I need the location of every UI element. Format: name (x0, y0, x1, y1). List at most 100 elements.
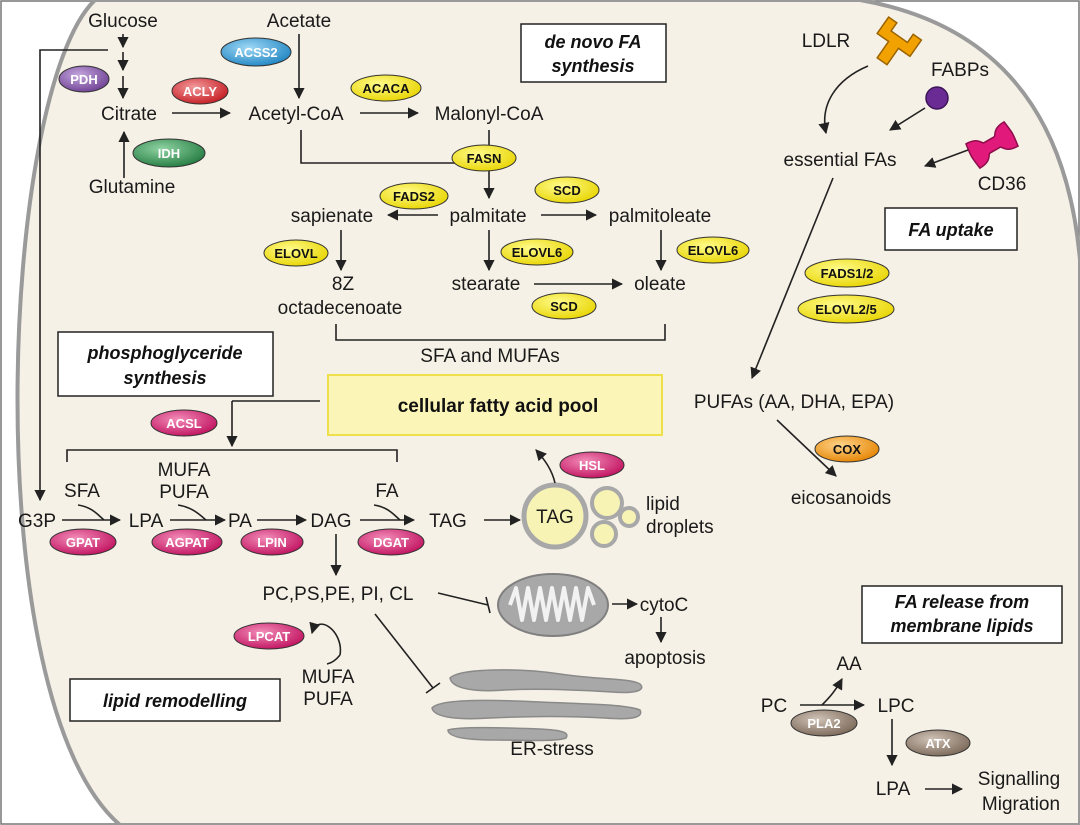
bracket-acyl-donors (66, 449, 398, 462)
acetate-label: Acetate (267, 11, 331, 32)
lipid-droplets-label-1: lipid (646, 494, 680, 515)
cd36-label: CD36 (978, 174, 1027, 195)
fabp-ball-icon (925, 86, 949, 110)
tag-label: TAG (429, 511, 467, 532)
inhibition-mitochondria (437, 592, 489, 606)
arrow-ldlr-essential (818, 65, 869, 135)
lpc-label: LPC (878, 696, 915, 717)
curve-sfa-input (77, 504, 105, 521)
pufa-label-2: PUFA (303, 689, 353, 710)
enzyme-idh-label: IDH (158, 146, 180, 161)
enzyme-idh (132, 138, 206, 168)
stearate-label: stearate (452, 274, 521, 295)
lipid-droplet-icon (521, 482, 640, 550)
arrow-essential-pufas (750, 177, 834, 380)
fatty-acid-pool-box (327, 374, 663, 436)
fa-uptake-box (884, 207, 1018, 251)
sapienate-label: sapienate (291, 206, 373, 227)
enzyme-dgat (357, 528, 425, 556)
fa-release-title-2: membrane lipids (890, 616, 1033, 636)
palmitoleate-label: palmitoleate (609, 206, 711, 227)
pa-label: PA (228, 511, 252, 532)
enzyme-atx-label: ATX (925, 736, 950, 751)
de-novo-title-1: de novo FA (544, 32, 641, 52)
curve-mufa-input (177, 504, 207, 521)
eicosanoids-label: eicosanoids (791, 488, 891, 509)
migration-label: Migration (982, 794, 1060, 815)
arrow-pufas-eicosanoids (776, 419, 837, 477)
curve-fa-input (373, 504, 401, 521)
enzyme-elovl6-a-label: ELOVL6 (512, 245, 563, 260)
endoplasmic-reticulum-icon (431, 669, 643, 742)
enzyme-acss2-label: ACSS2 (234, 45, 277, 60)
enzyme-acsl (150, 409, 218, 437)
bracket-sfa-mufas (335, 324, 666, 341)
enzyme-pla2 (790, 709, 858, 737)
fabps-label: FABPs (931, 60, 989, 81)
mitochondrion-icon (497, 573, 609, 637)
enzyme-lpin-label: LPIN (257, 535, 287, 550)
enzyme-elovl6-b-label: ELOVL6 (688, 243, 739, 258)
dag-label: DAG (310, 511, 351, 532)
enzyme-gpat (49, 528, 117, 556)
palmitate-label: palmitate (449, 206, 526, 227)
enzyme-pla2-label: PLA2 (807, 716, 840, 731)
phosphoglyceride-box (57, 331, 274, 397)
fa-release-box (861, 585, 1063, 644)
g3p-label: G3P (18, 511, 56, 532)
enzyme-scd-1-label: SCD (553, 183, 580, 198)
ldlr-receptor-icon (876, 16, 923, 66)
sfa-mufas-label: SFA and MUFAs (420, 346, 559, 367)
inhibition-er (374, 613, 434, 689)
mufa-label-2: MUFA (302, 667, 355, 688)
oleate-label: oleate (634, 274, 686, 295)
inhibition-er-bar (425, 682, 441, 694)
acetyl-coa-label: Acetyl-CoA (248, 104, 343, 125)
de-novo-synthesis-box (520, 23, 667, 83)
cytoc-label: cytoC (640, 595, 689, 616)
enzyme-scd-1 (534, 176, 600, 204)
enzyme-lpcat-label: LPCAT (248, 629, 290, 644)
cd36-transporter-icon (965, 120, 1019, 170)
de-novo-title-2: synthesis (551, 56, 634, 76)
lipid-droplets-label-2: droplets (646, 517, 714, 538)
pc-label: PC (761, 696, 787, 717)
lipid-remodelling-title: lipid remodelling (103, 691, 247, 711)
enzyme-fads12 (804, 258, 890, 288)
enzyme-elovl25 (797, 294, 895, 324)
essential-fas-label: essential FAs (784, 150, 897, 171)
fa-uptake-title: FA uptake (908, 220, 993, 240)
fatty-acid-pool-title: cellular fatty acid pool (398, 396, 599, 417)
enzyme-pdh-label: PDH (70, 72, 97, 87)
line-acetylcoa-fasn (300, 130, 488, 164)
enzyme-hsl (559, 451, 625, 479)
enzyme-agpat (151, 528, 223, 556)
enzyme-elovl25-label: ELOVL2/5 (815, 302, 876, 317)
enzyme-elovl-label: ELOVL (274, 246, 317, 261)
enzyme-fasn-label: FASN (467, 151, 502, 166)
enzyme-lpcat (233, 622, 305, 650)
enzyme-atx (905, 729, 971, 757)
enzyme-acaca-label: ACACA (363, 81, 411, 96)
lpa-label: LPA (129, 511, 164, 532)
arrow-cd36-essential (923, 149, 969, 168)
enzyme-scd-2 (531, 292, 597, 320)
enzyme-fasn (451, 144, 517, 172)
enzyme-acsl-label: ACSL (166, 416, 201, 431)
mufa-label-1: MUFA (158, 460, 211, 481)
octadecenoate-label-1: 8Z (332, 274, 355, 295)
enzyme-hsl-label: HSL (579, 458, 605, 473)
er-stress-label: ER-stress (510, 739, 593, 760)
enzyme-fads12-label: FADS1/2 (821, 266, 874, 281)
line-glucose-to-g3p (39, 49, 108, 497)
arrow-droplet-lipolysis (535, 449, 556, 484)
arrow-remodelling-cycle (309, 621, 342, 656)
enzyme-cox-label: COX (833, 442, 862, 457)
enzyme-lpin (240, 528, 304, 556)
arrow-pc-aa (821, 678, 843, 706)
enzyme-dgat-label: DGAT (373, 535, 409, 550)
phosphoglyceride-title-2: synthesis (123, 368, 206, 388)
enzyme-elovl6-a (500, 238, 574, 266)
enzyme-gpat-label: GPAT (66, 535, 100, 550)
